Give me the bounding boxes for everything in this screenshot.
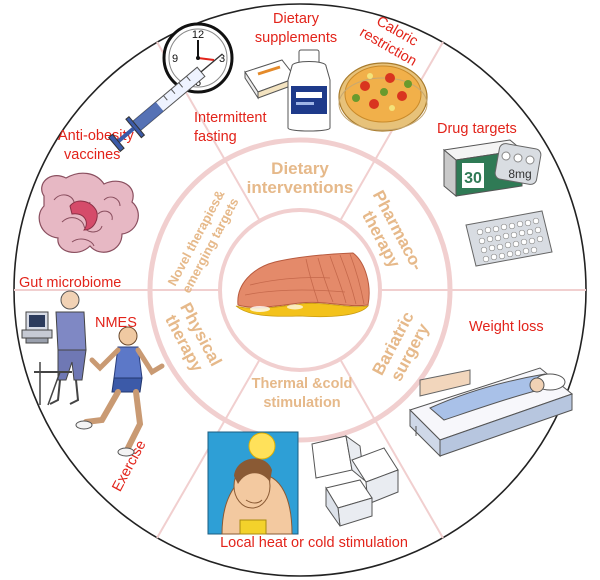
category-thermal-stimulation: Thermal &cold stimulation: [252, 376, 353, 411]
label-dietary-supplements-line1: Dietary: [273, 11, 320, 27]
clock-3: 3: [219, 53, 225, 65]
label-drug-targets: Drug targets: [437, 121, 517, 137]
clock-9: 9: [172, 53, 178, 65]
label-dietary-supplements-line2: supplements: [255, 30, 337, 46]
label-weight-loss: Weight loss: [469, 319, 544, 335]
label-intermittent-fasting-line1: Intermittent: [194, 110, 267, 126]
medicine-box-icon: 30 8mg: [442, 139, 542, 198]
medicine-box-dose: 8mg: [508, 167, 531, 181]
category-dietary-interventions: Dietary interventions: [247, 159, 354, 197]
woman-heat-icon: [207, 431, 299, 535]
clock-6: 6: [195, 77, 201, 89]
nmes-patient-icon: [21, 290, 87, 406]
intestine-icon: [38, 172, 139, 254]
label-anti-obesity-line2: vaccines: [64, 147, 120, 163]
category-dietary-line1: Dietary: [271, 159, 329, 178]
category-thermal-line2: stimulation: [263, 395, 340, 411]
runner-icon: [75, 326, 165, 457]
category-dietary-line2: interventions: [247, 178, 354, 197]
syringe-icon: [107, 53, 223, 153]
label-local-heat-cold: Local heat or cold stimulation: [220, 535, 408, 551]
medicine-box-number: 30: [464, 170, 482, 187]
pizza-icon: [338, 62, 428, 132]
ice-cubes-icon: [311, 434, 399, 527]
adipose-tissue-icon: [235, 252, 370, 318]
patient-bed-icon: [409, 367, 574, 458]
supplement-bottle-icon: [287, 49, 331, 132]
label-intermittent-fasting-line2: fasting: [194, 129, 237, 145]
clock-12: 12: [192, 29, 204, 41]
pill-blister-icon: [465, 210, 553, 267]
category-thermal-line1: Thermal &cold: [252, 376, 353, 392]
clock-icon: 12 3 6 9: [162, 22, 234, 94]
label-gut-microbiome: Gut microbiome: [19, 275, 121, 291]
